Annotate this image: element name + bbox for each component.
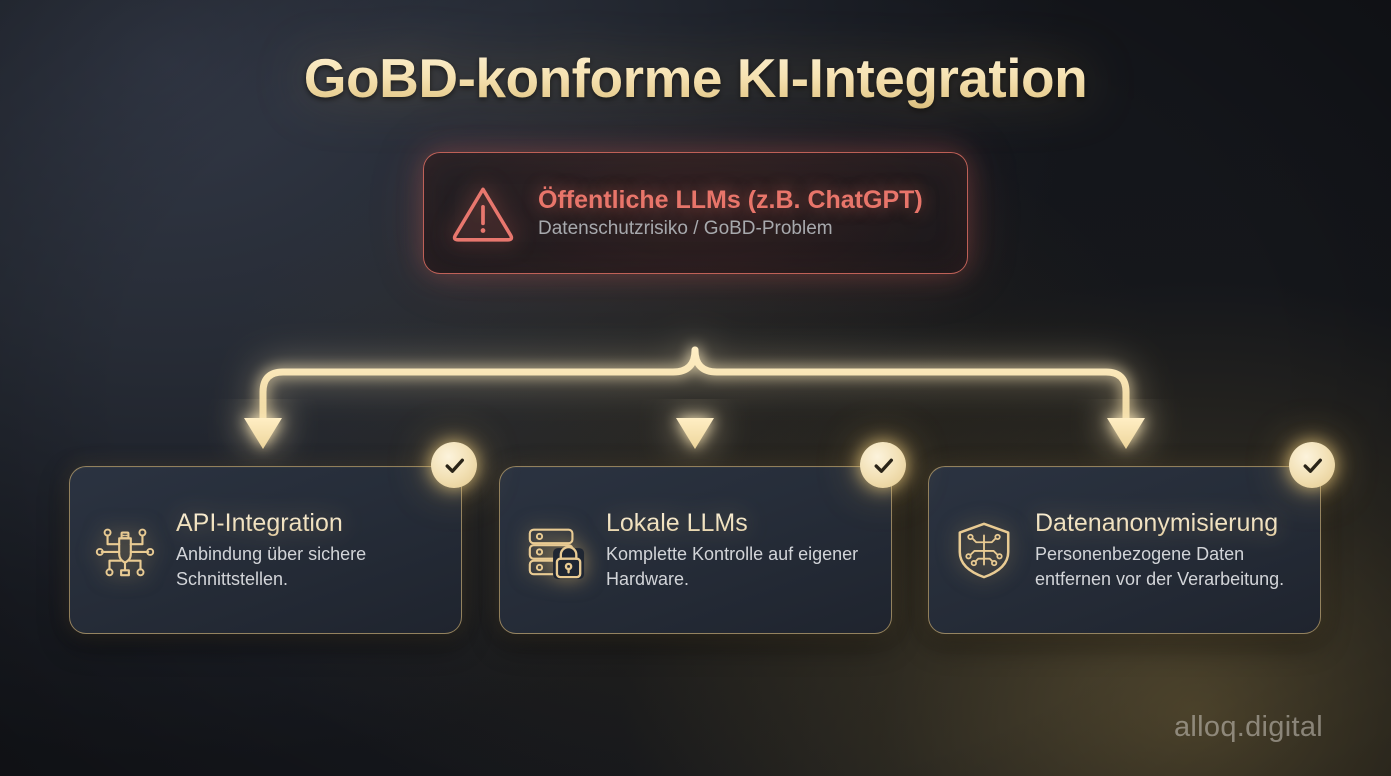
warning-title: Öffentliche LLMs (z.B. ChatGPT) — [538, 186, 923, 214]
connector-arrowheads — [244, 418, 1145, 449]
card-description: Personenbezogene Daten entfernen vor der… — [1035, 544, 1285, 589]
check-badge-api-integration — [431, 442, 477, 488]
usb-circuit-icon — [95, 528, 155, 577]
card-title: Datenanonymisierung — [1035, 509, 1284, 538]
shield-circuit-icon — [958, 522, 1010, 579]
card-text-group: API-Integration Anbindung über sichere S… — [176, 509, 441, 591]
warning-text-group: Öffentliche LLMs (z.B. ChatGPT) Datensch… — [538, 186, 923, 240]
solution-card-lokale-llms[interactable]: Lokale LLMs Komplette Kontrolle auf eige… — [499, 466, 892, 634]
warning-triangle-icon — [452, 187, 514, 242]
solution-card-datenanonymisierung[interactable]: Datenanonymisierung Personenbezogene Dat… — [928, 466, 1321, 634]
check-icon — [874, 458, 893, 473]
solution-card-api-integration[interactable]: API-Integration Anbindung über sichere S… — [69, 466, 462, 634]
connector-paths — [259, 270, 1130, 428]
page-title: GoBD-konforme KI-Integration — [0, 46, 1391, 110]
card-description: Anbindung über sichere Schnittstellen. — [176, 544, 367, 589]
check-icon — [445, 458, 464, 473]
card-title: API-Integration — [176, 509, 441, 538]
check-badge-lokale-llms — [860, 442, 906, 488]
card-title: Lokale LLMs — [606, 509, 871, 538]
card-text-group: Lokale LLMs Komplette Kontrolle auf eige… — [606, 509, 871, 591]
check-badge-datenanonymisierung — [1289, 442, 1335, 488]
card-description: Komplette Kontrolle auf eigener Hardware… — [606, 544, 859, 589]
warning-box: Öffentliche LLMs (z.B. ChatGPT) Datensch… — [423, 152, 968, 274]
check-icon — [1303, 458, 1322, 473]
warning-subtitle: Datenschutzrisiko / GoBD-Problem — [538, 218, 833, 239]
card-text-group: Datenanonymisierung Personenbezogene Dat… — [1035, 509, 1284, 591]
watermark: alloq.digital — [1174, 711, 1323, 743]
server-lock-icon — [528, 528, 585, 580]
